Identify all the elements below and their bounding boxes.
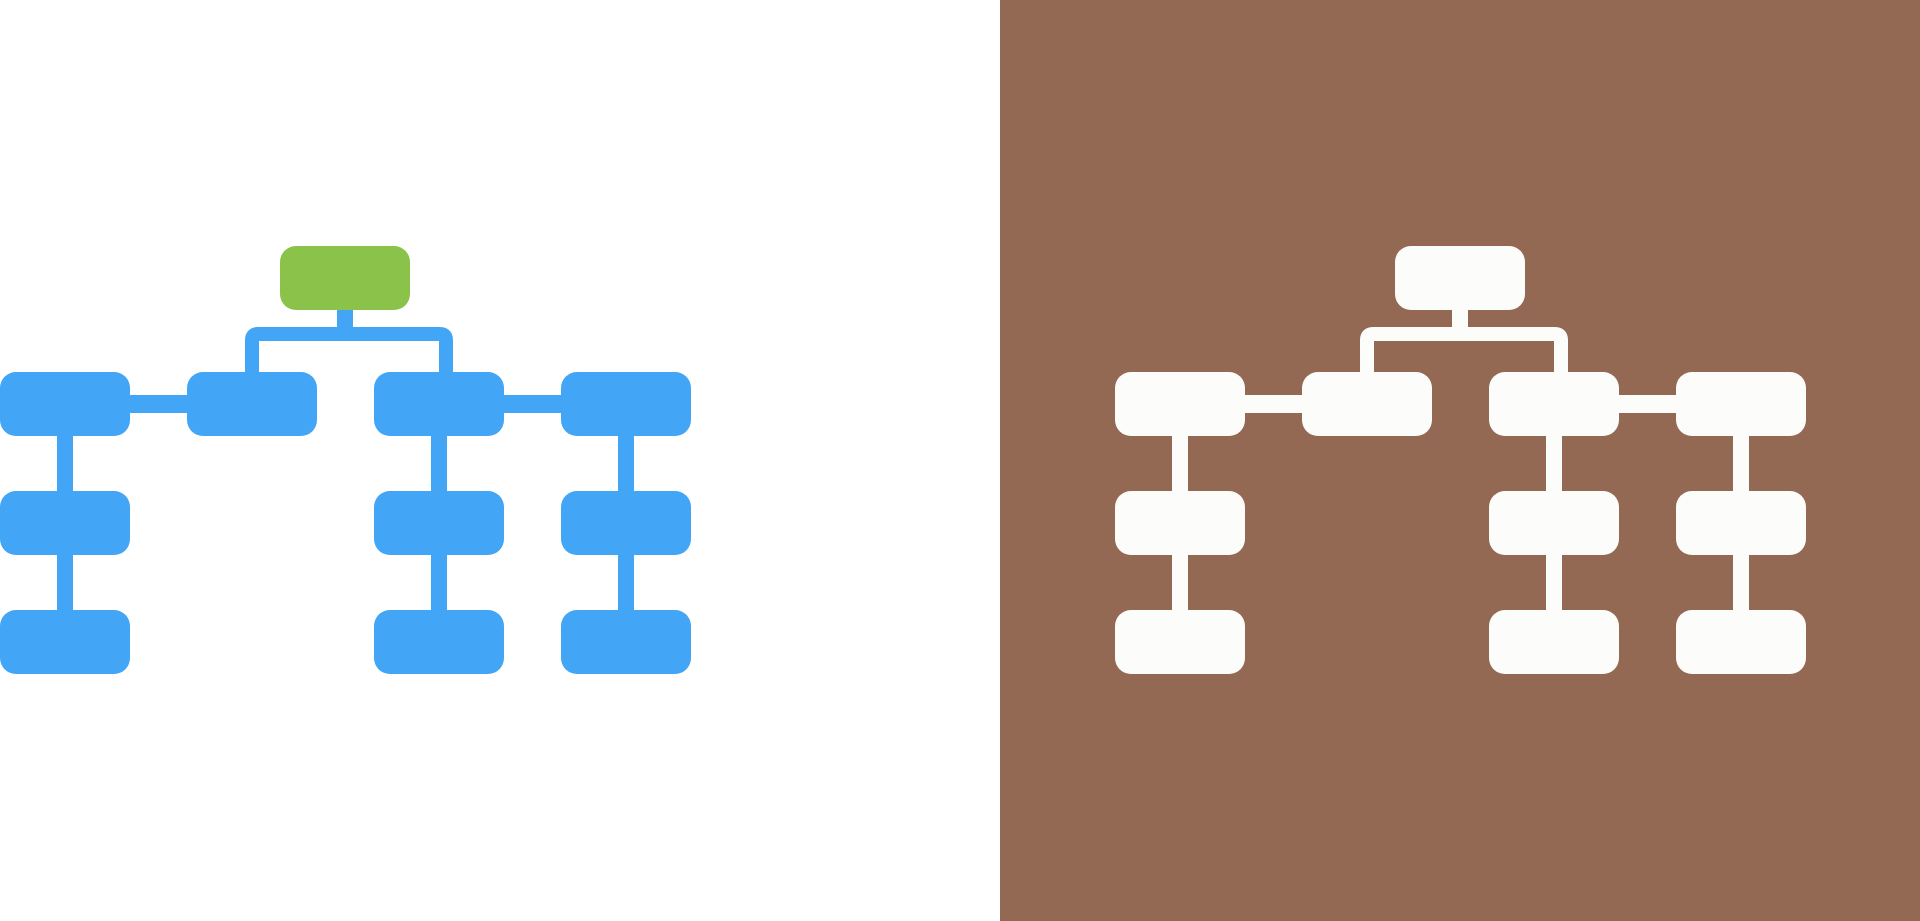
connector-line (245, 327, 453, 382)
branch-node (1302, 372, 1432, 436)
branch-node (187, 372, 317, 436)
root-node (280, 246, 410, 310)
branch-node (1676, 372, 1806, 436)
child-node (374, 491, 504, 555)
child-node (561, 491, 691, 555)
branch-node (561, 372, 691, 436)
branch-node (1115, 372, 1245, 436)
child-node (0, 610, 130, 674)
glyph-hierarchy-icon (1115, 246, 1806, 674)
hierarchy-org-chart-icon (0, 246, 691, 674)
root-node (1395, 246, 1525, 310)
glyph-icon-panel (1000, 0, 1920, 921)
colored-icon-panel (0, 246, 691, 674)
branch-node (374, 372, 504, 436)
connector-line (500, 395, 565, 413)
child-node (1115, 610, 1245, 674)
child-node (1676, 610, 1806, 674)
child-node (1676, 491, 1806, 555)
child-node (374, 610, 504, 674)
child-node (561, 610, 691, 674)
child-node (1489, 491, 1619, 555)
child-node (0, 491, 130, 555)
branch-node (1489, 372, 1619, 436)
connector-line (1615, 395, 1680, 413)
child-node (1115, 491, 1245, 555)
child-node (1489, 610, 1619, 674)
colored-hierarchy-icon (0, 246, 691, 674)
connector-line (1360, 327, 1568, 382)
connector-line (1241, 395, 1306, 413)
hierarchy-org-chart-icon (1115, 246, 1806, 674)
branch-node (0, 372, 130, 436)
connector-line (126, 395, 191, 413)
